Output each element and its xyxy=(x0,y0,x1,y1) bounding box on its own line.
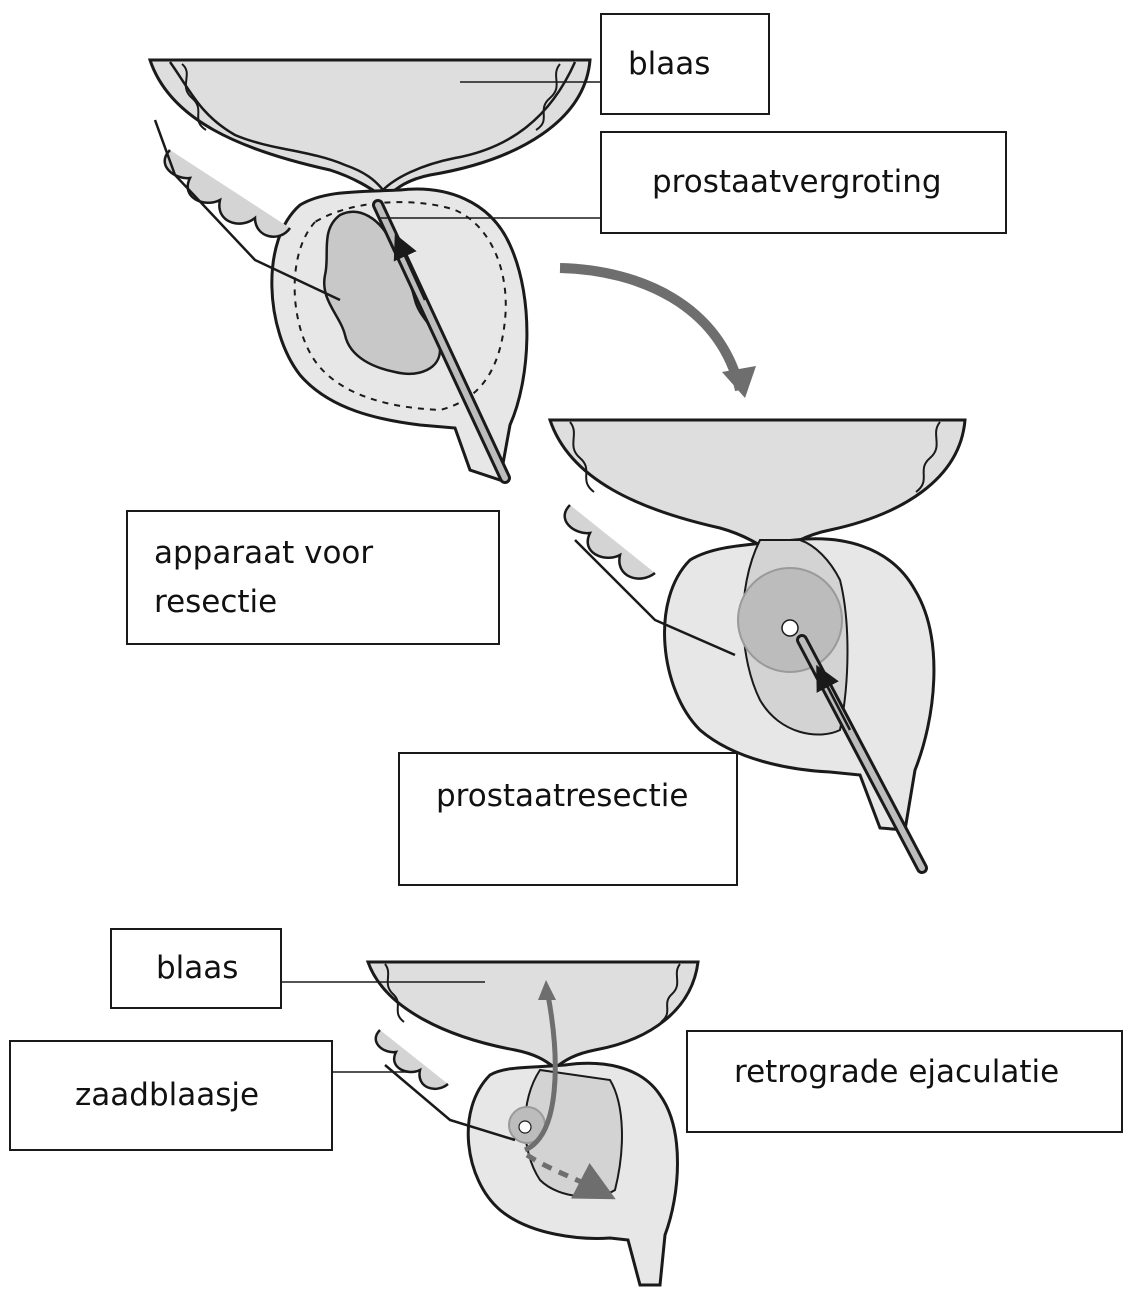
label-retrograde-ejaculatie: retrograde ejaculatie xyxy=(686,1030,1123,1133)
label-prostaatresectie-text: prostaatresectie xyxy=(436,772,736,820)
label-apparaat-voor-resectie: apparaat voor resectie xyxy=(126,510,500,645)
label-blaas-bottom-text: blaas xyxy=(156,944,280,992)
panel-retrograde xyxy=(282,962,698,1285)
transition-arrow xyxy=(560,268,740,390)
seminal-vesicle-bottom xyxy=(376,1030,448,1089)
label-blaas-top-text: blaas xyxy=(628,40,768,88)
bladder-shape-3 xyxy=(368,962,698,1068)
label-zaadblaasje-text: zaadblaasje xyxy=(75,1071,331,1119)
label-prostaatresectie: prostaatresectie xyxy=(398,752,738,886)
label-zaadblaasje: zaadblaasje xyxy=(9,1040,333,1151)
label-prostaatvergroting: prostaatvergroting xyxy=(600,131,1007,234)
label-prostaatvergroting-text: prostaatvergroting xyxy=(652,158,1005,206)
label-blaas-top: blaas xyxy=(600,13,770,115)
label-retrograde-ejaculatie-text: retrograde ejaculatie xyxy=(734,1048,1121,1096)
label-blaas-bottom: blaas xyxy=(110,928,282,1009)
label-apparaat-line1: apparaat voor xyxy=(154,529,498,577)
seminal-vesicle-top xyxy=(165,150,290,237)
panel-prostate-enlargement xyxy=(150,60,600,480)
label-apparaat-line2: resectie xyxy=(154,578,498,626)
bladder-shape-2 xyxy=(550,420,965,555)
